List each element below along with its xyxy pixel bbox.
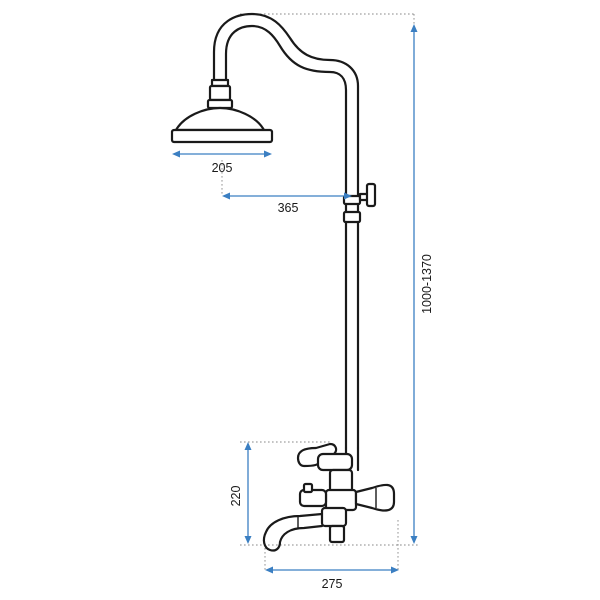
dimension-label-total-height: 1000-1370 bbox=[420, 254, 434, 314]
riser-rail-pipe bbox=[344, 220, 360, 450]
bath-mixer bbox=[262, 442, 396, 552]
overhead-shower bbox=[170, 12, 377, 450]
mixer-top-handle bbox=[296, 442, 354, 494]
dimension-head-width: 205 bbox=[172, 150, 272, 175]
shower-head bbox=[170, 106, 274, 144]
mixer-spout bbox=[262, 512, 324, 552]
shower-head-connector bbox=[206, 78, 234, 110]
rail-clamp bbox=[342, 210, 362, 224]
diverter-knob bbox=[358, 182, 377, 208]
dimension-arm-reach: 365 bbox=[222, 192, 352, 215]
gooseneck-arm-inner bbox=[224, 24, 348, 200]
dimension-label-arm-reach: 365 bbox=[278, 201, 299, 215]
dimension-mixer-width: 275 bbox=[265, 566, 399, 591]
gooseneck-arm bbox=[212, 12, 360, 200]
dimension-total-height: 1000-1370 bbox=[410, 24, 434, 544]
dimension-label-mixer-height: 220 bbox=[229, 486, 243, 507]
riser-rail bbox=[344, 202, 360, 214]
dimension-label-head-width: 205 bbox=[212, 161, 233, 175]
dimension-label-mixer-width: 275 bbox=[322, 577, 343, 591]
mixer-body bbox=[298, 482, 396, 544]
dimension-mixer-height: 220 bbox=[229, 442, 252, 544]
